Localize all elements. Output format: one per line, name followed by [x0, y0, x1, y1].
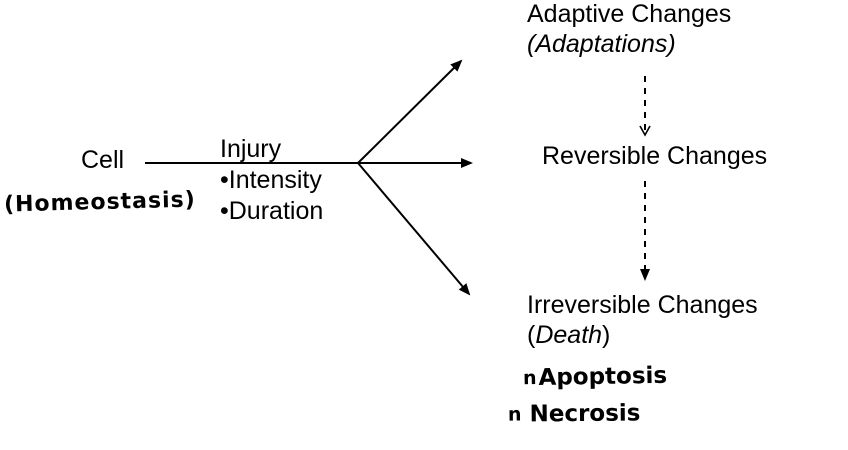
injury-bullet-duration: •Duration [220, 197, 324, 225]
irreversible-changes-block: Irreversible Changes (Death) [527, 290, 758, 350]
apoptosis-note: nApoptosis [523, 363, 668, 392]
apoptosis-note-label: Apoptosis [538, 362, 668, 391]
injury-block: Injury •Intensity •Duration [220, 134, 323, 227]
fork-arrow-irreversible [357, 162, 471, 296]
homeostasis-annotation: (Homeostasis) [3, 187, 197, 218]
death-paren-open: ( [527, 321, 536, 349]
necrosis-note: n Necrosis [508, 400, 641, 427]
death-sublabel: (Death) [527, 320, 758, 350]
irreversible-changes-label: Irreversible Changes [527, 291, 758, 319]
necrosis-note-bullet: n [507, 403, 522, 426]
cell-label: Cell [81, 146, 125, 174]
apoptosis-note-bullet: n [522, 367, 537, 390]
death-word: Death [535, 321, 603, 349]
fork-arrow-adaptive [357, 59, 463, 164]
adaptations-sublabel: (Adaptations) [527, 30, 676, 58]
adaptive-changes-label: Adaptive Changes [527, 0, 732, 28]
death-paren-close: ) [602, 321, 611, 349]
reversible-changes-label: Reversible Changes [542, 142, 768, 170]
injury-bullet-intensity: •Intensity [220, 166, 322, 194]
injury-title: Injury [220, 135, 282, 163]
adaptive-changes-block: Adaptive Changes (Adaptations) [527, 0, 731, 59]
necrosis-note-label: Necrosis [529, 400, 641, 428]
